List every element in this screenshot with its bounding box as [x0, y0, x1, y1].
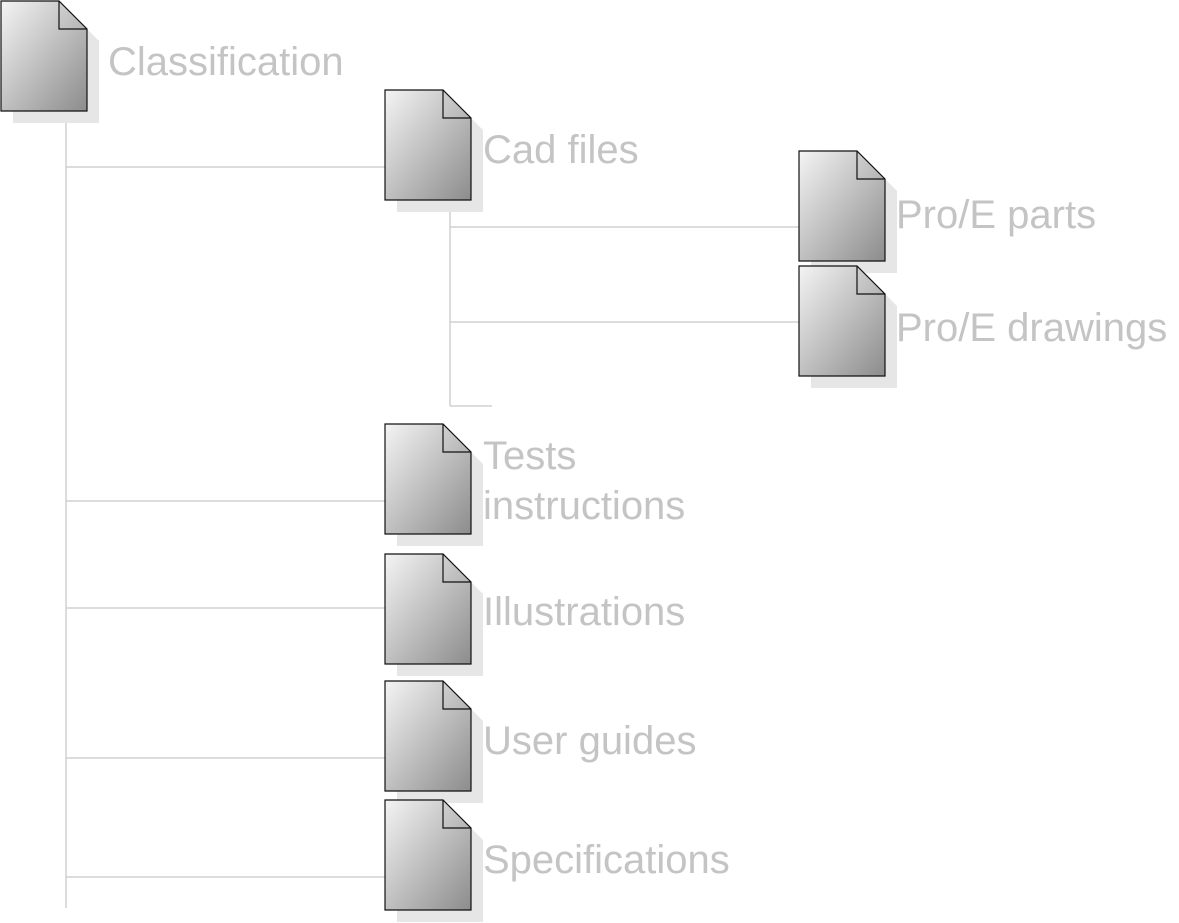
root-classification-label: Classification [108, 40, 344, 84]
root-classification-icon [0, 0, 99, 123]
subnode-pro-e-parts-label: Pro/E parts [896, 193, 1096, 237]
node-user-guides-label: User guides [483, 719, 696, 763]
subnode-pro-e-drawings-label: Pro/E drawings [896, 306, 1167, 350]
node-cad-files-label: Cad files [483, 128, 639, 172]
node-illustrations-icon [384, 553, 483, 676]
node-specifications-label: Specifications [483, 838, 730, 882]
node-tests-instructions-icon [384, 423, 483, 546]
node-specifications-icon [384, 799, 483, 922]
node-illustrations-label: Illustrations [483, 590, 685, 634]
node-user-guides-icon [384, 680, 483, 803]
subnode-pro-e-parts-icon [798, 150, 897, 273]
node-cad-files-icon [384, 89, 483, 212]
connector-lines [65, 111, 799, 908]
document-icons [0, 0, 897, 922]
subnode-pro-e-drawings-icon [798, 265, 897, 388]
